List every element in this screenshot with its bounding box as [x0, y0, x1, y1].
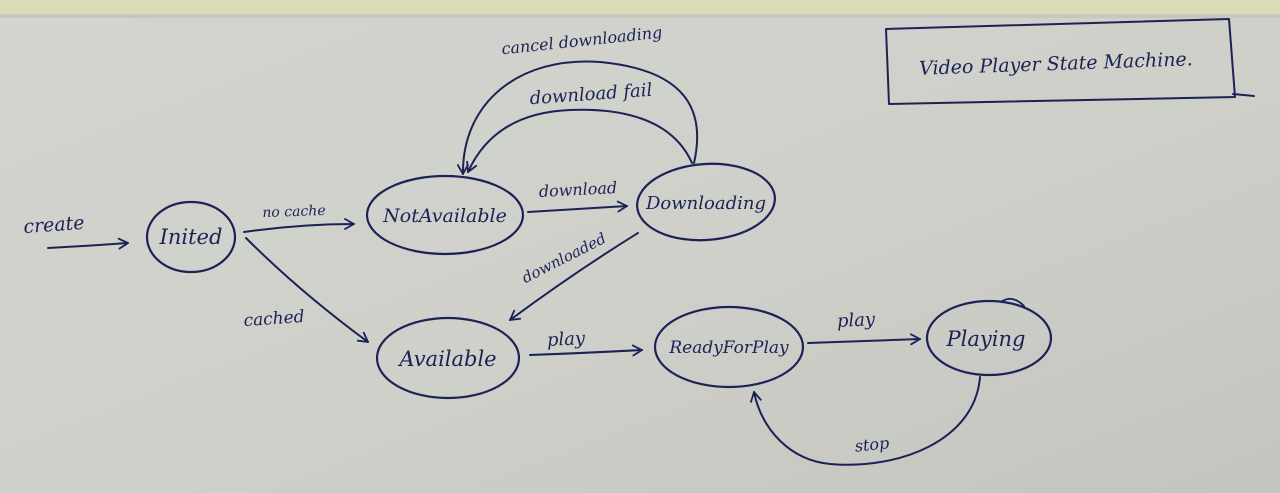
transition-no-cache: no cache	[243, 203, 355, 233]
state-available-outline	[375, 316, 521, 400]
state-ready-for-play: ReadyForPlay	[653, 305, 805, 389]
transition-download-label: download	[538, 178, 617, 201]
transition-create: create	[23, 212, 129, 250]
transition-cancel-downloading-arrow	[456, 60, 699, 175]
transition-cached: cached	[243, 237, 369, 343]
transition-stop-label: stop	[854, 433, 890, 456]
transition-cached-arrow	[245, 237, 369, 343]
transition-no-cache-label: no cache	[262, 203, 326, 221]
transition-download: download	[527, 178, 628, 213]
transition-stop: stop	[750, 376, 981, 466]
state-not-available-label: NotAvailable	[382, 205, 507, 227]
state-playing: Playing	[925, 299, 1053, 377]
transition-download-fail-arrow	[466, 108, 693, 173]
state-downloading: Downloading	[636, 162, 776, 242]
transition-play-available-label: play	[546, 328, 586, 351]
transition-play-ready-arrow	[807, 333, 921, 346]
transition-playing-self-loop	[1000, 297, 1025, 307]
transition-no-cache-arrow	[243, 218, 355, 233]
transition-play-ready-label: play	[836, 309, 876, 332]
transition-play-available-arrow	[529, 344, 643, 357]
transition-download-arrow	[527, 200, 628, 213]
transition-downloaded-arrow	[509, 232, 639, 321]
state-inited-outline	[145, 200, 237, 274]
transition-stop-arrow	[750, 376, 981, 466]
transition-create-label: create	[23, 212, 86, 238]
transition-play-ready: play	[807, 309, 921, 346]
top-edge-shadow	[0, 14, 1280, 18]
state-inited: Inited	[145, 200, 237, 274]
state-available-label: Available	[397, 347, 496, 371]
state-not-available: NotAvailable	[365, 174, 525, 256]
transition-create-arrow	[47, 237, 129, 250]
transition-playing-self-loop-arrow	[1000, 297, 1025, 307]
transition-play-available: play	[529, 328, 643, 357]
state-downloading-outline	[636, 162, 776, 242]
title-box-tail	[1232, 93, 1255, 97]
transition-cached-label: cached	[243, 307, 305, 331]
state-ready-for-play-outline	[653, 305, 805, 389]
state-playing-label: Playing	[946, 327, 1026, 351]
state-inited-label: Inited	[159, 225, 223, 249]
title-box	[885, 18, 1236, 105]
state-available: Available	[375, 316, 521, 400]
state-downloading-label: Downloading	[645, 193, 766, 214]
top-edge-strip	[0, 0, 1280, 16]
state-playing-outline	[925, 299, 1053, 377]
state-not-available-outline	[365, 174, 525, 256]
state-ready-for-play-label: ReadyForPlay	[668, 338, 789, 358]
